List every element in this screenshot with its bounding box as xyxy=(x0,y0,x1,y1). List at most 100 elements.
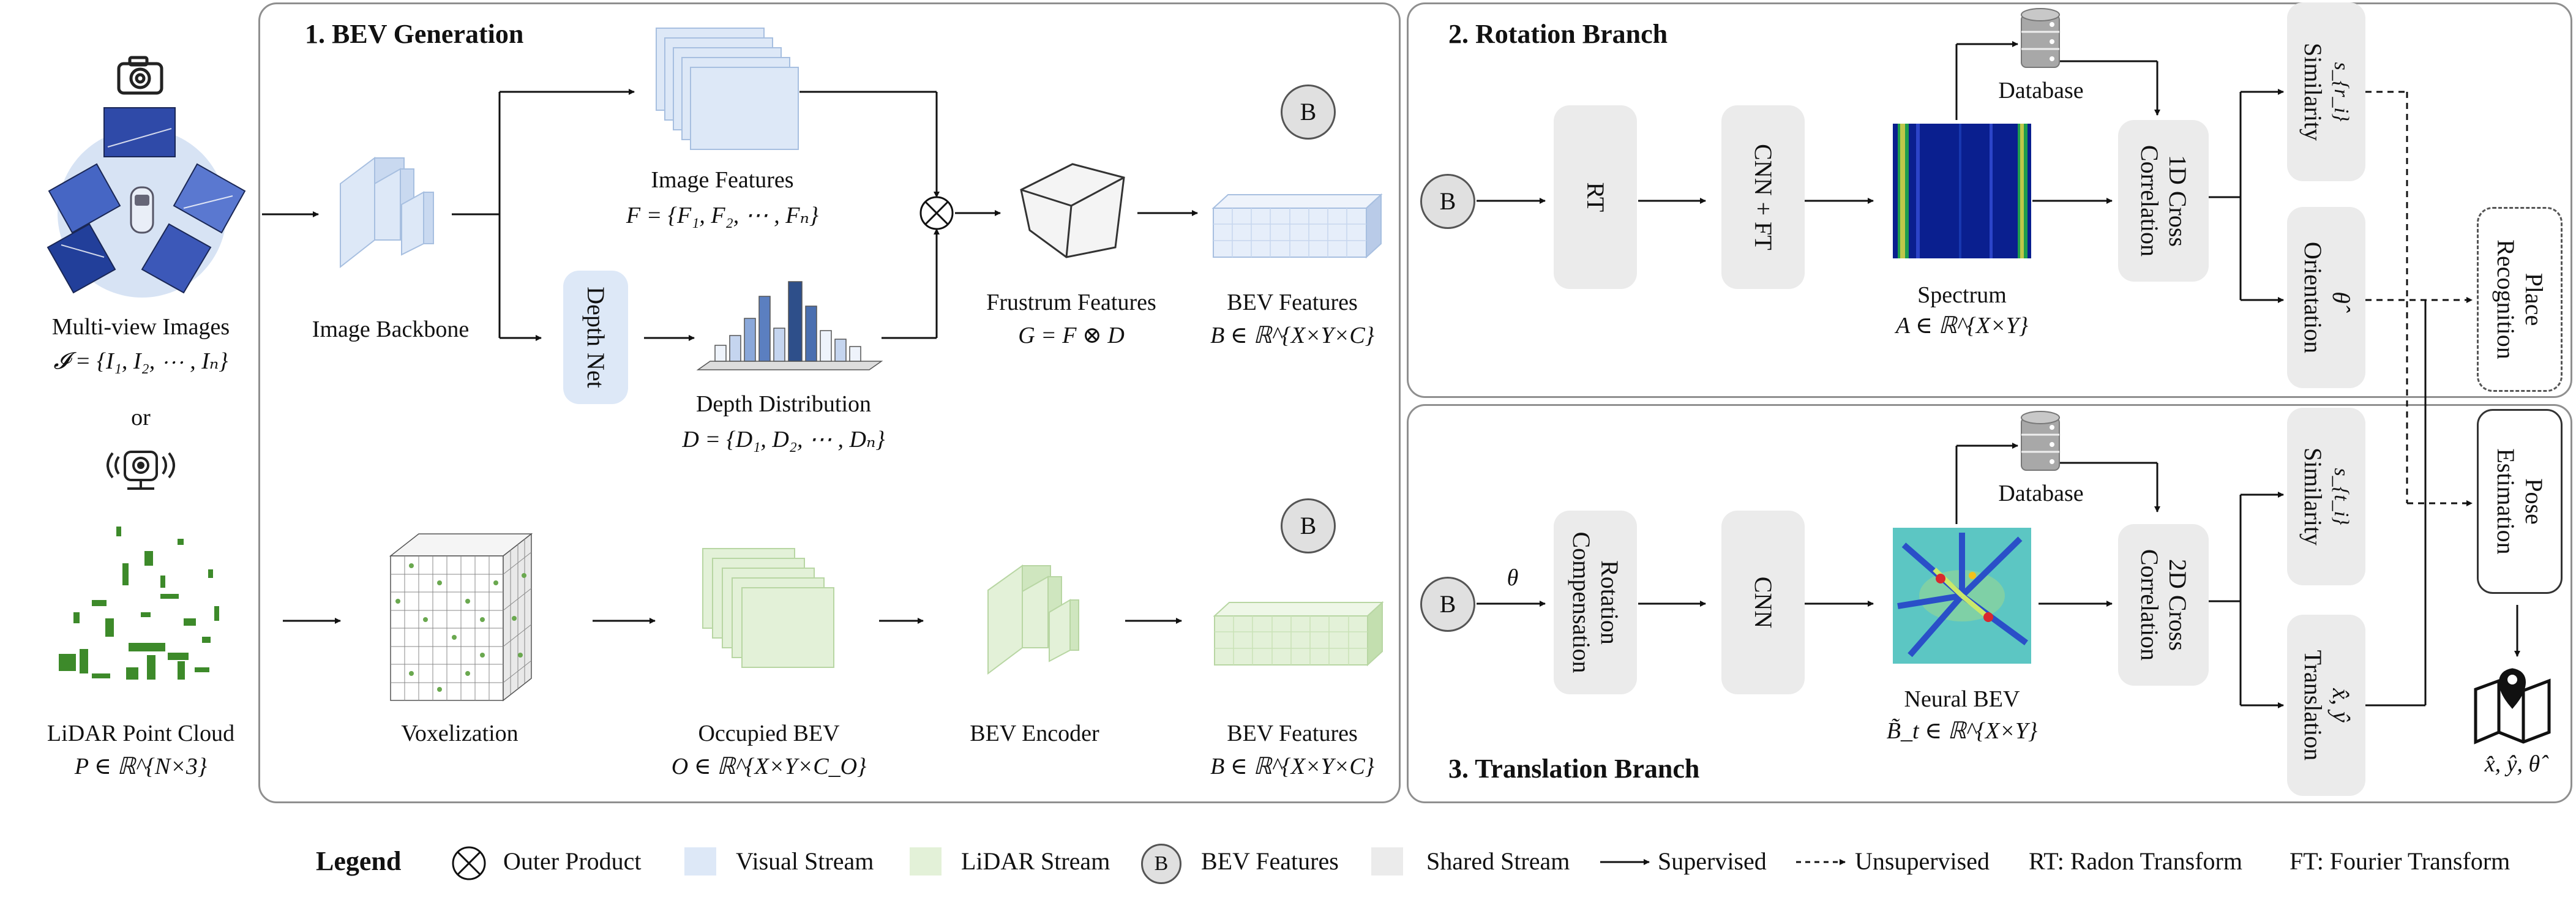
multiview-images-label: Multi-view Images xyxy=(51,314,230,340)
translation-branch-title: 3. Translation Branch xyxy=(1448,754,1700,784)
camera-icon xyxy=(117,56,163,95)
spectrum-label: Spectrum xyxy=(1917,282,2007,308)
pose-estimation-box: Pose Estimation xyxy=(2477,409,2563,594)
1d-correlation-box: 1D Cross Correlation xyxy=(2118,120,2209,282)
neural-bev-image xyxy=(1893,528,2031,664)
translation-database-label: Database xyxy=(1998,481,2084,506)
rotation-compensation-box: Rotation Compensation xyxy=(1554,511,1637,694)
lidar-sensor-icon xyxy=(107,451,175,490)
2d-correlation-box: 2D Cross Correlation xyxy=(2118,524,2209,686)
depth-net-box: Depth Net xyxy=(563,271,628,404)
cnn-ft-box: CNN + FT xyxy=(1721,105,1805,289)
image-features-label: Image Features xyxy=(651,167,794,193)
place-recognition-label: Place Recognition xyxy=(2492,239,2548,359)
lidar-point-cloud-image xyxy=(59,527,219,680)
bev-generation-title: 1. BEV Generation xyxy=(305,19,524,49)
rotation-input-badge: B xyxy=(1420,174,1475,229)
orientation-box: Orientation θ̂ xyxy=(2287,207,2365,388)
1d-correlation-label: 1D Cross Correlation xyxy=(2136,144,2192,257)
legend-lidar-swatch xyxy=(910,847,942,876)
bev-badge-lidar: B xyxy=(1281,498,1336,553)
bev-badge-visual: B xyxy=(1281,84,1336,140)
bev-encoder-icon xyxy=(987,564,1079,675)
depth-distribution-icon xyxy=(696,281,883,370)
bev-features-lidar-icon xyxy=(1213,601,1384,667)
2d-correlation-label: 2D Cross Correlation xyxy=(2136,549,2192,661)
bev-features-visual-label: BEV Features xyxy=(1227,290,1358,315)
bev-encoder-label: BEV Encoder xyxy=(970,721,1099,746)
neural-bev-label: Neural BEV xyxy=(1904,686,2020,712)
neural-bev-formula: B̃_t ∈ ℝ^{X×Y} xyxy=(1886,718,2038,744)
multiview-images-icon xyxy=(47,107,246,298)
theta-label: θ xyxy=(1507,565,1519,591)
legend-outer-product: Outer Product xyxy=(503,847,642,875)
occupied-bev-formula: O ∈ ℝ^{X×Y×C_O} xyxy=(671,754,867,779)
orientation-label: Orientation xyxy=(2299,241,2327,354)
legend-title: Legend xyxy=(316,846,402,876)
cnn-label: CNN xyxy=(1750,576,1777,629)
image-features-formula: F = {F₁, F₂, ⋯ , Fₙ} xyxy=(626,203,819,228)
frustum-icon xyxy=(1020,163,1125,258)
lidar-point-cloud-label: LiDAR Point Cloud xyxy=(47,721,235,746)
rotation-compensation-label: Rotation Compensation xyxy=(1568,531,1623,673)
legend-visual-swatch xyxy=(684,847,716,876)
rotation-similarity-label: Similarity xyxy=(2299,43,2327,141)
legend-shared-stream: Shared Stream xyxy=(1426,847,1570,875)
legend-ft: FT: Fourier Transform xyxy=(2290,847,2510,875)
legend-bev-features: BEV Features xyxy=(1201,847,1339,875)
rt-label: RT xyxy=(1582,182,1609,212)
spectrum-formula: A ∈ ℝ^{X×Y} xyxy=(1895,313,2029,339)
voxel-cube-icon xyxy=(389,533,533,702)
legend-outer-product-icon xyxy=(452,846,486,880)
cnn-ft-label: CNN + FT xyxy=(1750,144,1777,250)
bev-features-visual-formula: B ∈ ℝ^{X×Y×C} xyxy=(1210,323,1374,348)
translation-box: Translation x̂, ŷ xyxy=(2287,615,2365,796)
translation-symbol: x̂, ŷ xyxy=(2327,688,2355,722)
pose-estimation-label: Pose Estimation xyxy=(2492,448,2548,555)
bev-features-lidar-formula: B ∈ ℝ^{X×Y×C} xyxy=(1210,754,1374,779)
orientation-symbol: θ̂ xyxy=(2327,291,2355,304)
rotation-branch-title: 2. Rotation Branch xyxy=(1448,19,1668,49)
lidar-point-cloud-formula: P ∈ ℝ^{N×3} xyxy=(74,754,208,779)
legend-unsupervised: Unsupervised xyxy=(1855,847,1990,875)
legend-rt: RT: Radon Transform xyxy=(2029,847,2242,875)
legend-visual-stream: Visual Stream xyxy=(736,847,874,875)
multiview-images-formula: 𝓘 = {I₁, I₂, ⋯ , Iₙ} xyxy=(53,348,228,374)
database-icon xyxy=(2021,8,2060,68)
image-backbone-label: Image Backbone xyxy=(312,317,470,342)
or-label: or xyxy=(131,405,151,430)
outer-product-icon xyxy=(919,196,954,230)
place-recognition-box: Place Recognition xyxy=(2477,207,2563,392)
rotation-similarity-symbol: s_{r_i} xyxy=(2330,62,2353,122)
occupied-bev-stack-icon xyxy=(702,548,834,668)
bev-features-visual-icon xyxy=(1211,193,1383,259)
image-features-stack-icon xyxy=(656,28,799,150)
rotation-database-label: Database xyxy=(1998,78,2084,103)
frustum-features-label: Frustrum Features xyxy=(986,290,1156,315)
legend-supervised: Supervised xyxy=(1658,847,1767,875)
legend-lidar-stream: LiDAR Stream xyxy=(961,847,1110,875)
legend-bev-badge: B xyxy=(1141,844,1181,884)
image-backbone-icon xyxy=(340,157,434,269)
map-pin-icon xyxy=(2474,668,2551,744)
rt-box: RT xyxy=(1554,105,1637,289)
depth-net-label: Depth Net xyxy=(582,287,610,388)
rotation-similarity-box: Similarity s_{r_i} xyxy=(2287,2,2365,181)
translation-label: Translation xyxy=(2299,650,2327,761)
spectrum-image xyxy=(1893,124,2031,258)
occupied-bev-label: Occupied BEV xyxy=(698,721,840,746)
frustum-features-formula: G = F ⊗ D xyxy=(1018,323,1125,348)
bev-features-lidar-label: BEV Features xyxy=(1227,721,1358,746)
translation-similarity-box: Similarity s_{t_i} xyxy=(2287,408,2365,585)
cnn-box: CNN xyxy=(1721,511,1805,694)
translation-similarity-symbol: s_{t_i} xyxy=(2330,468,2353,525)
legend-shared-swatch xyxy=(1371,847,1403,876)
pose-output-formula: x̂, ŷ, θ̂ xyxy=(2484,751,2540,777)
translation-input-badge: B xyxy=(1420,577,1475,632)
depth-distribution-label: Depth Distribution xyxy=(695,391,872,417)
database-icon xyxy=(2021,411,2060,471)
voxelization-label: Voxelization xyxy=(401,721,519,746)
translation-similarity-label: Similarity xyxy=(2299,448,2327,546)
